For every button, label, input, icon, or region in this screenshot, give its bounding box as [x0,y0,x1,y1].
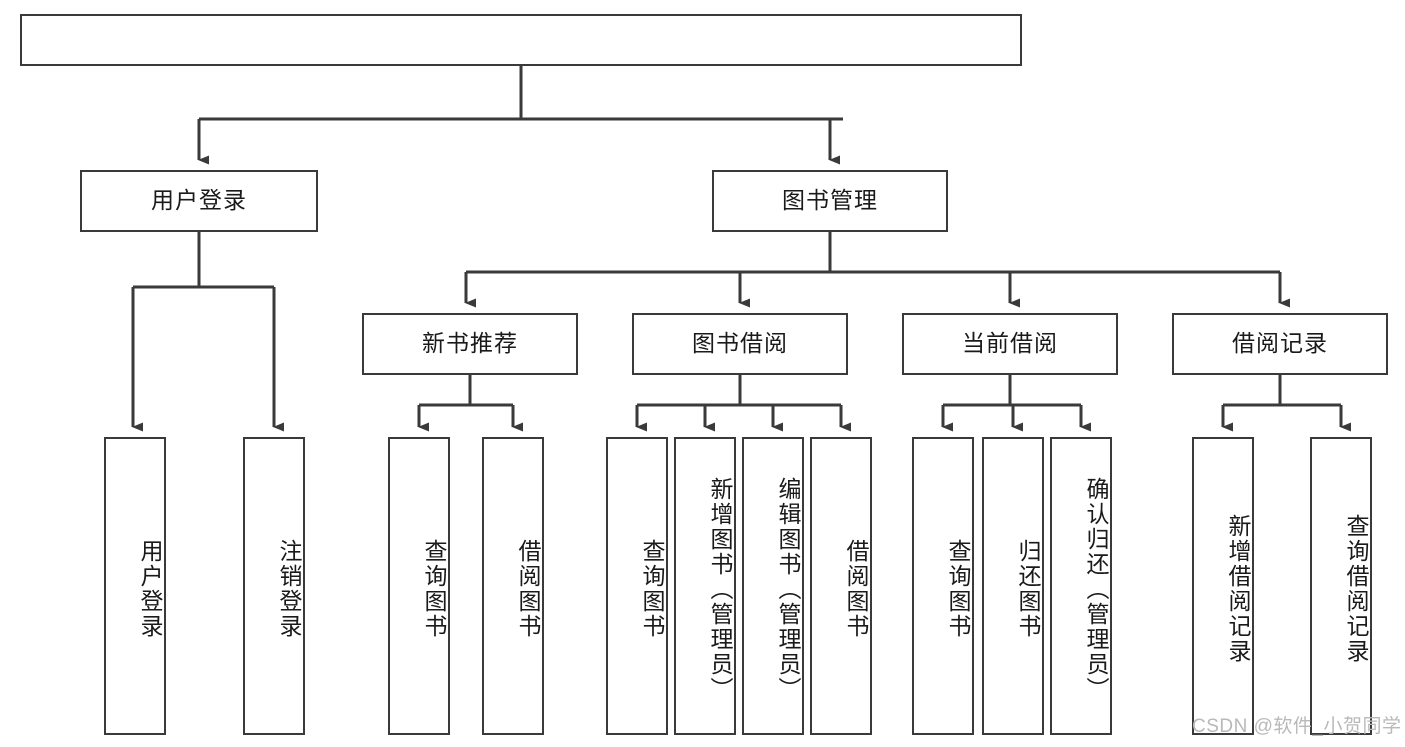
node-leaf-10[interactable]: 确认归还（管理员） [1050,437,1112,735]
node-leaf-8[interactable]: 查询图书 [912,437,974,735]
node-leaf-1[interactable]: 注销登录 [243,437,305,735]
node-leaf-2[interactable]: 查询图书 [388,437,450,735]
node-leaf-7-label: 借阅图书 [843,539,869,639]
node-leaf-0[interactable]: 用户登录 [104,437,166,735]
node-level3-1[interactable]: 图书借阅 [632,313,848,375]
node-level2-1-label: 图书管理 [782,187,878,214]
node-level2-0[interactable]: 用户登录 [80,170,318,232]
node-root[interactable] [20,14,1022,66]
node-leaf-8-label: 查询图书 [945,539,971,639]
node-level3-2-label: 当前借阅 [962,330,1058,357]
node-level3-0[interactable]: 新书推荐 [362,313,578,375]
node-leaf-11[interactable]: 新增借阅记录 [1192,437,1254,735]
node-leaf-6[interactable]: 编辑图书（管理员） [742,437,804,735]
node-level3-3[interactable]: 借阅记录 [1172,313,1388,375]
node-leaf-4[interactable]: 查询图书 [606,437,668,735]
node-level2-0-label: 用户登录 [151,187,247,214]
node-leaf-4-label: 查询图书 [639,539,665,639]
node-leaf-1-label: 注销登录 [276,539,302,639]
node-level3-1-label: 图书借阅 [692,330,788,357]
node-leaf-10-label: 确认归还（管理员） [1083,476,1109,702]
node-leaf-7[interactable]: 借阅图书 [810,437,872,735]
node-level2-1[interactable]: 图书管理 [712,170,948,232]
node-leaf-12-label: 查询借阅记录 [1343,514,1369,664]
node-level3-0-label: 新书推荐 [422,330,518,357]
node-level3-2[interactable]: 当前借阅 [902,313,1118,375]
node-leaf-12[interactable]: 查询借阅记录 [1310,437,1372,735]
node-leaf-5[interactable]: 新增图书（管理员） [674,437,736,735]
node-leaf-6-label: 编辑图书（管理员） [775,476,801,702]
node-leaf-9[interactable]: 归还图书 [982,437,1044,735]
node-leaf-3-label: 借阅图书 [515,539,541,639]
node-leaf-5-label: 新增图书（管理员） [707,476,733,702]
node-leaf-0-label: 用户登录 [137,539,163,639]
node-leaf-11-label: 新增借阅记录 [1225,514,1251,664]
node-level3-3-label: 借阅记录 [1232,330,1328,357]
node-leaf-9-label: 归还图书 [1015,539,1041,639]
csdn-watermark: CSDN @软件_小贺同学 [1192,716,1402,737]
node-leaf-2-label: 查询图书 [421,539,447,639]
node-leaf-3[interactable]: 借阅图书 [482,437,544,735]
